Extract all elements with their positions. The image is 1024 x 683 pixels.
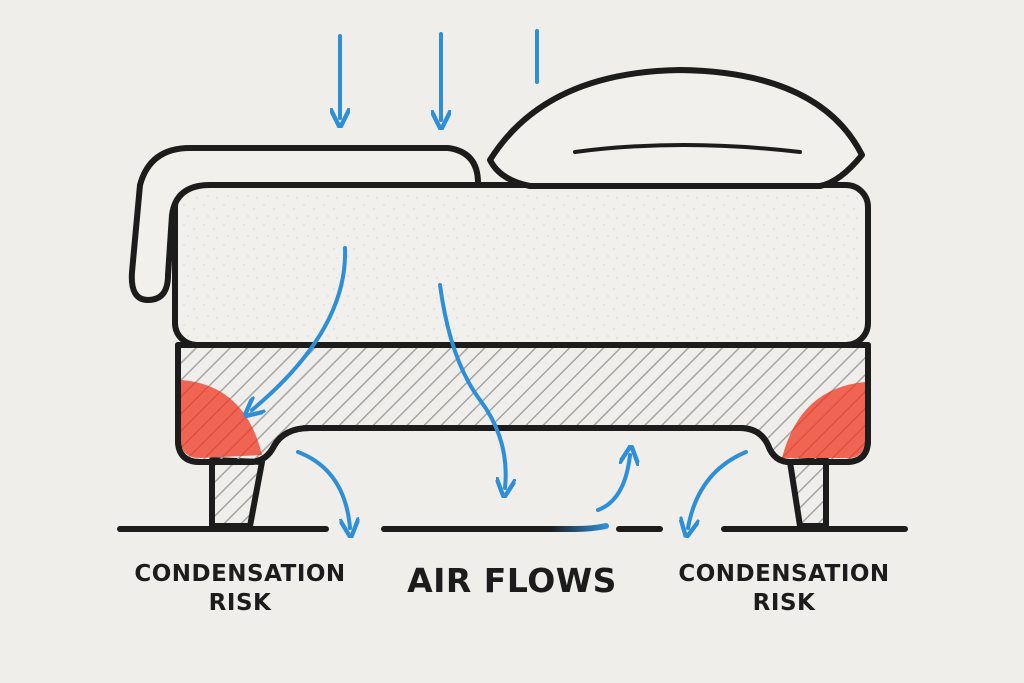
condensation-risk-label-right: CONDENSATION RISK	[664, 560, 904, 618]
blanket-icon	[128, 145, 481, 303]
bed-base-icon	[175, 342, 871, 529]
airflow-arrow-icon	[296, 450, 350, 528]
label-line: RISK	[208, 589, 272, 616]
air-flows-label: AIR FLOWS	[392, 560, 632, 601]
label-line: CONDENSATION	[134, 561, 346, 587]
condensation-zone-left	[181, 380, 262, 458]
airflow-arrow-icon	[688, 450, 748, 528]
mattress-icon	[172, 182, 871, 348]
airflow-arrow-icon	[438, 283, 506, 488]
label-line: AIR FLOWS	[407, 561, 617, 600]
pillow-icon	[487, 67, 865, 189]
condensation-zone-right	[782, 382, 865, 458]
label-line: RISK	[752, 589, 816, 616]
airflow-arrows	[252, 29, 748, 528]
airflow-arrow-icon	[252, 246, 348, 410]
airflow-arrow-icon	[596, 455, 630, 512]
label-line: CONDENSATION	[678, 561, 890, 587]
condensation-risk-label-left: CONDENSATION RISK	[120, 560, 360, 618]
